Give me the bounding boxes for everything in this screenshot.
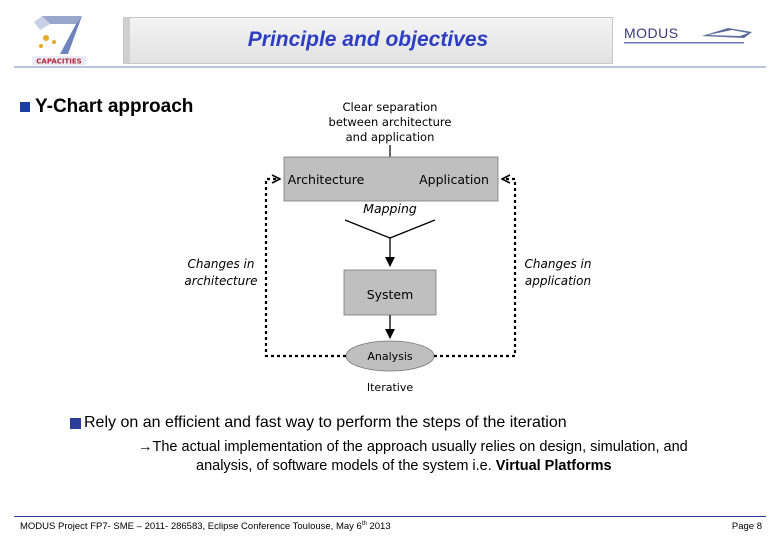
header-divider bbox=[14, 66, 766, 68]
system-label: System bbox=[367, 287, 414, 302]
footer-project: MODUS Project FP7- SME – 2011- 286583, E… bbox=[20, 521, 391, 532]
fp7-capacities-logo: CAPACITIES bbox=[28, 10, 90, 66]
sub-line-2-wrap: analysis, of software models of the syst… bbox=[138, 457, 758, 476]
mapping-label: Mapping bbox=[363, 201, 417, 216]
sub-line-1: The actual implementation of the approac… bbox=[152, 439, 688, 455]
title-bar: Principle and objectives bbox=[123, 17, 613, 64]
page-title: Principle and objectives bbox=[247, 28, 489, 51]
footer-divider bbox=[14, 516, 766, 517]
bullet-q-icon bbox=[70, 417, 81, 429]
feedback-loop-application bbox=[434, 179, 517, 358]
bullet-square-icon bbox=[20, 102, 30, 112]
footer-project-text: MODUS Project FP7- SME – 2011- 286583, E… bbox=[20, 521, 362, 533]
analysis-label: Analysis bbox=[367, 350, 413, 363]
right-arrow-icon: → bbox=[138, 439, 153, 455]
changes-architecture-line-2: architecture bbox=[184, 274, 257, 288]
mapping-line-right bbox=[389, 219, 436, 239]
note-line-1: Clear separation bbox=[343, 100, 438, 114]
bullet-y-chart: Y-Chart approach bbox=[20, 96, 193, 118]
bullet-heading: Y-Chart approach bbox=[35, 96, 194, 117]
modus-logo: MODUS bbox=[624, 25, 752, 44]
changes-application-line-1: Changes in bbox=[525, 257, 592, 271]
system-box bbox=[343, 269, 437, 316]
architecture-label: Architecture bbox=[288, 172, 365, 187]
title-bar-bevel bbox=[124, 18, 130, 63]
note-line-3: and application bbox=[346, 130, 435, 144]
page-number: Page 8 bbox=[731, 521, 762, 532]
iterative-label: Iterative bbox=[367, 381, 413, 394]
rely-text: Rely on an efficient and fast way to per… bbox=[84, 414, 567, 431]
bullet-rely: Rely on an efficient and fast way to per… bbox=[70, 414, 567, 432]
separation-note: Clear separation between architecture an… bbox=[329, 100, 452, 144]
mapping-line-left bbox=[344, 219, 391, 239]
changes-application-note: Changes in application bbox=[525, 257, 592, 288]
virtual-platforms: Virtual Platforms bbox=[495, 458, 612, 474]
note-line-2: between architecture bbox=[329, 115, 452, 129]
footer-year: 2013 bbox=[366, 521, 391, 533]
feedback-loop-architecture bbox=[264, 179, 346, 358]
logo-right-text: MODUS bbox=[624, 25, 679, 41]
changes-application-line-2: application bbox=[525, 274, 591, 288]
architecture-application-box bbox=[283, 156, 499, 202]
changes-architecture-note: Changes in architecture bbox=[184, 257, 257, 288]
application-label: Application bbox=[419, 172, 489, 187]
sub-bullet: →The actual implementation of the approa… bbox=[138, 438, 758, 476]
footer-sup: th bbox=[361, 521, 367, 527]
sub-line-2: analysis, of software models of the syst… bbox=[196, 458, 496, 474]
changes-architecture-line-1: Changes in bbox=[188, 257, 255, 271]
logo-left-text: CAPACITIES bbox=[36, 58, 81, 66]
